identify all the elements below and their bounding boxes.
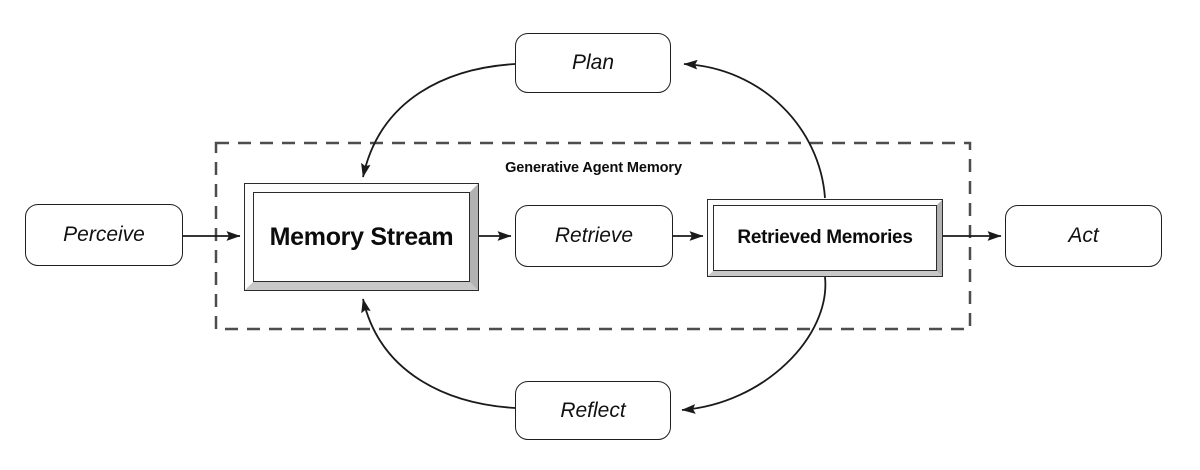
generative-agent-memory-title: Generative Agent Memory xyxy=(505,160,682,176)
perceive-label: Perceive xyxy=(63,223,145,246)
node-plan: Plan xyxy=(515,33,671,93)
reflect-label: Reflect xyxy=(560,398,626,422)
node-reflect: Reflect xyxy=(515,381,671,440)
node-act: Act xyxy=(1005,205,1162,267)
curve-plan-to-memory-stream xyxy=(361,63,516,178)
node-retrieve: Retrieve xyxy=(515,205,673,267)
retrieve-label: Retrieve xyxy=(554,224,634,247)
memory-stream-label: Memory Stream xyxy=(269,222,454,251)
plan-label: Plan xyxy=(571,51,615,74)
retrieved-memories-label: Retrieved Memories xyxy=(737,227,913,248)
node-perceive: Perceive xyxy=(25,204,183,266)
retrieved-memories-bevel: Retrieved Memories xyxy=(708,200,942,276)
act-label: Act xyxy=(1068,224,1099,247)
curve-reflect-to-memory-stream xyxy=(361,298,516,409)
node-retrieved-memories: Retrieved Memories xyxy=(707,199,943,277)
node-memory-stream: Memory Stream xyxy=(244,183,479,291)
curve-retrieved-memories-to-reflect xyxy=(681,276,827,414)
curve-retrieved-memories-to-plan xyxy=(683,59,826,199)
memory-stream-bevel: Memory Stream xyxy=(245,184,478,290)
